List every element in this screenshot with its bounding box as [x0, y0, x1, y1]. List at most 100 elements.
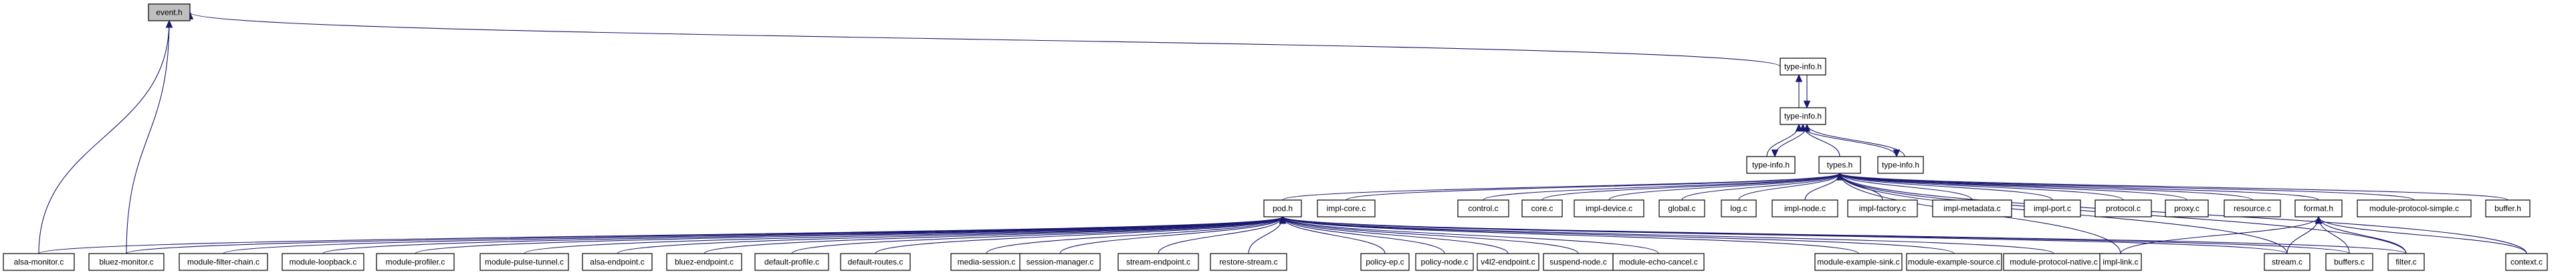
graph-node-ti-top[interactable]: type-info.h — [1780, 58, 1826, 76]
node-label: protocol.c — [2106, 204, 2141, 213]
graph-node-pod-h[interactable]: pod.h — [1263, 199, 1302, 217]
graph-node-ti-right[interactable]: type-info.h — [1877, 156, 1924, 174]
graph-node-mod-loopback[interactable]: module-loopback.c — [282, 253, 364, 271]
node-box[interactable] — [376, 253, 455, 271]
graph-node-impl-metadata[interactable]: impl-metadata.c — [1932, 199, 2012, 217]
graph-node-mod-pulse-tunnel[interactable]: module-pulse-tunnel.c — [479, 253, 569, 271]
node-box[interactable] — [1263, 199, 1302, 217]
node-box[interactable] — [666, 253, 742, 271]
graph-node-impl-port[interactable]: impl-port.c — [2024, 199, 2081, 217]
graph-node-mod-example-sink[interactable]: module-example-sink.c — [1814, 253, 1903, 271]
node-box[interactable] — [2003, 253, 2105, 271]
node-box[interactable] — [1932, 199, 2012, 217]
node-box[interactable] — [179, 253, 268, 271]
graph-node-protocol[interactable]: protocol.c — [2095, 199, 2152, 217]
node-box[interactable] — [2224, 199, 2281, 217]
node-box[interactable] — [1814, 253, 1903, 271]
graph-node-v4l2-endpoint[interactable]: v4l2-endpoint.c — [1477, 253, 1539, 271]
node-box[interactable] — [1847, 199, 1918, 217]
node-box[interactable] — [2095, 199, 2152, 217]
node-box[interactable] — [479, 253, 569, 271]
graph-node-buffers[interactable]: buffers.c — [2325, 253, 2373, 271]
node-box[interactable] — [1477, 253, 1539, 271]
graph-node-mod-profiler[interactable]: module-profiler.c — [376, 253, 455, 271]
node-box[interactable] — [1317, 199, 1376, 217]
graph-node-filter[interactable]: filter.c — [2387, 253, 2425, 271]
graph-node-global[interactable]: global.c — [1658, 199, 1705, 217]
node-box[interactable] — [1906, 253, 2002, 271]
node-box[interactable] — [1457, 199, 1509, 217]
graph-node-default-routes[interactable]: default-routes.c — [840, 253, 911, 271]
node-box[interactable] — [1019, 253, 1101, 271]
node-box[interactable] — [2264, 253, 2311, 271]
node-box[interactable] — [1360, 253, 1410, 271]
graph-node-default-profile[interactable]: default-profile.c — [754, 253, 829, 271]
graph-node-policy-node[interactable]: policy-node.c — [1415, 253, 1474, 271]
node-box[interactable] — [1612, 253, 1705, 271]
graph-node-impl-link[interactable]: impl-link.c — [2099, 253, 2142, 271]
graph-node-impl-device[interactable]: impl-device.c — [1574, 199, 1644, 217]
graph-node-policy-ep[interactable]: policy-ep.c — [1360, 253, 1410, 271]
graph-node-control[interactable]: control.c — [1457, 199, 1509, 217]
node-box[interactable] — [2485, 199, 2531, 217]
graph-node-impl-core[interactable]: impl-core.c — [1317, 199, 1376, 217]
node-box[interactable] — [2165, 199, 2209, 217]
node-box[interactable] — [1521, 199, 1563, 217]
graph-node-log[interactable]: log.c — [1721, 199, 1757, 217]
node-box[interactable] — [282, 253, 364, 271]
node-box[interactable] — [754, 253, 829, 271]
node-box[interactable] — [2099, 253, 2142, 271]
graph-node-restore-stream[interactable]: restore-stream.c — [1210, 253, 1287, 271]
graph-node-ti-left[interactable]: type-info.h — [1746, 156, 1796, 174]
graph-node-format-h[interactable]: format.h — [2294, 199, 2343, 217]
node-box[interactable] — [2505, 253, 2548, 271]
graph-node-impl-factory[interactable]: impl-factory.c — [1847, 199, 1918, 217]
node-box[interactable] — [1574, 199, 1644, 217]
graph-node-types-h[interactable]: types.h — [1818, 156, 1861, 174]
node-box[interactable] — [840, 253, 911, 271]
node-box[interactable] — [2024, 199, 2081, 217]
graph-node-alsa-endpoint[interactable]: alsa-endpoint.c — [582, 253, 653, 271]
graph-node-mod-echo-cancel[interactable]: module-echo-cancel.c — [1612, 253, 1705, 271]
graph-node-mod-filter-chain[interactable]: module-filter-chain.c — [179, 253, 268, 271]
node-box[interactable] — [2294, 199, 2343, 217]
graph-node-alsa-monitor[interactable]: alsa-monitor.c — [3, 253, 75, 271]
graph-node-stream-endpoint[interactable]: stream-endpoint.c — [1117, 253, 1199, 271]
node-box[interactable] — [1780, 58, 1826, 76]
node-box[interactable] — [3, 253, 75, 271]
graph-node-buffer-h[interactable]: buffer.h — [2485, 199, 2531, 217]
node-box[interactable] — [1415, 253, 1474, 271]
graph-node-stream[interactable]: stream.c — [2264, 253, 2311, 271]
graph-node-ti-mid[interactable]: type-info.h — [1780, 107, 1826, 125]
graph-node-bluez-endpoint[interactable]: bluez-endpoint.c — [666, 253, 742, 271]
node-box[interactable] — [1210, 253, 1287, 271]
graph-node-context[interactable]: context.c — [2505, 253, 2548, 271]
graph-node-media-session[interactable]: media-session.c — [950, 253, 1023, 271]
graph-node-session-manager[interactable]: session-manager.c — [1019, 253, 1101, 271]
node-box[interactable] — [2325, 253, 2373, 271]
node-box[interactable] — [1658, 199, 1705, 217]
node-box[interactable] — [1117, 253, 1199, 271]
graph-node-resource[interactable]: resource.c — [2224, 199, 2281, 217]
node-box[interactable] — [1818, 156, 1861, 174]
node-box[interactable] — [2357, 199, 2472, 217]
node-box[interactable] — [88, 253, 165, 271]
node-box[interactable] — [1721, 199, 1757, 217]
graph-node-suspend-node[interactable]: suspend-node.c — [1543, 253, 1614, 271]
node-box[interactable] — [1772, 199, 1838, 217]
graph-node-mod-example-source[interactable]: module-example-source.c — [1906, 253, 2002, 271]
node-box[interactable] — [148, 3, 191, 21]
graph-node-event-h[interactable]: event.h — [148, 3, 191, 21]
graph-node-impl-node[interactable]: impl-node.c — [1772, 199, 1838, 217]
graph-node-mod-proto-native[interactable]: module-protocol-native.c — [2003, 253, 2105, 271]
node-box[interactable] — [1746, 156, 1796, 174]
graph-node-proxy[interactable]: proxy.c — [2165, 199, 2209, 217]
node-box[interactable] — [1877, 156, 1924, 174]
node-box[interactable] — [1543, 253, 1614, 271]
node-box[interactable] — [2387, 253, 2425, 271]
graph-node-bluez-monitor[interactable]: bluez-monitor.c — [88, 253, 165, 271]
graph-node-core[interactable]: core.c — [1521, 199, 1563, 217]
node-box[interactable] — [1780, 107, 1826, 125]
node-box[interactable] — [582, 253, 653, 271]
graph-node-mod-proto-simple[interactable]: module-protocol-simple.c — [2357, 199, 2472, 217]
